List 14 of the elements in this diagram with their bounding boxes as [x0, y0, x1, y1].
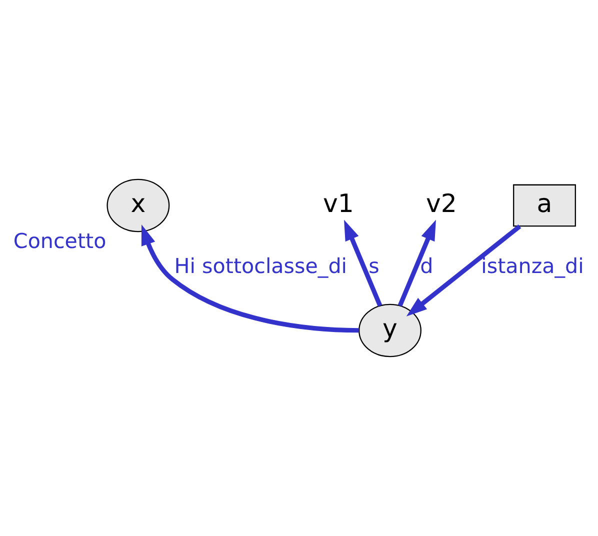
- arrow: [406, 224, 522, 316]
- node-box: a: [513, 184, 576, 227]
- node-ellipse: y: [358, 304, 422, 358]
- node-text: v2: [426, 188, 457, 218]
- edge-label: Hi sottoclasse_di: [174, 254, 348, 278]
- node-label: Concetto: [13, 228, 106, 253]
- node-ellipse: x: [106, 178, 170, 232]
- arrow: [398, 220, 436, 307]
- arrow: [141, 224, 360, 333]
- edge-label: istanza_di: [481, 254, 584, 278]
- node-text: v1: [323, 188, 354, 218]
- arrow: [344, 220, 382, 307]
- edge-label: d: [420, 254, 434, 278]
- edge-label: s: [368, 254, 380, 278]
